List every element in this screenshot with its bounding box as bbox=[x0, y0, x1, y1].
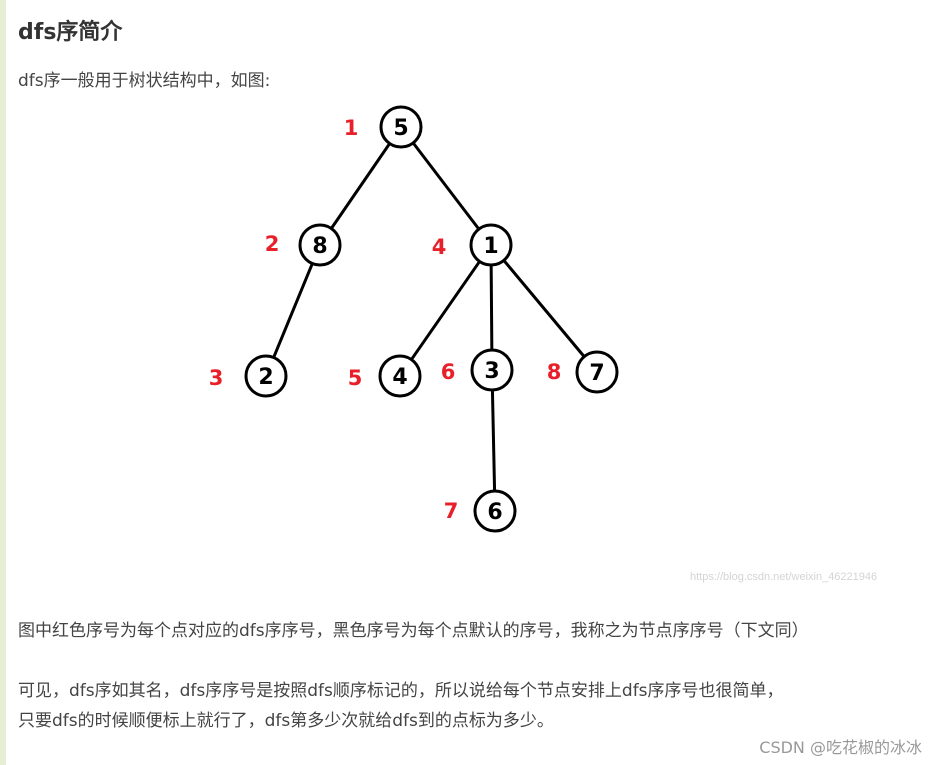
node-id-label: 5 bbox=[393, 116, 408, 141]
node-circle bbox=[298, 223, 342, 267]
paragraph-explanation: 图中红色序号为每个点对应的dfs序序号，黑色序号为每个点默认的序号，我称之为节点… bbox=[18, 621, 809, 641]
node-circle bbox=[575, 350, 619, 394]
node-circle bbox=[379, 105, 423, 149]
node-dfs-order-label: 5 bbox=[348, 366, 363, 390]
node-id-label: 1 bbox=[483, 234, 498, 259]
node-id-label: 8 bbox=[312, 234, 327, 259]
node-circle bbox=[378, 354, 422, 398]
paragraph-conclusion: 只要dfs的时候顺便标上就行了，dfs第多少次就给dfs到的点标为多少。 bbox=[18, 711, 554, 731]
node-dfs-order-label: 2 bbox=[265, 232, 280, 256]
node-dfs-order-label: 8 bbox=[547, 360, 562, 384]
node-id-label: 6 bbox=[487, 500, 502, 525]
tree-node: 14 bbox=[432, 223, 513, 267]
tree-edge-1-7 bbox=[502, 259, 586, 358]
node-id-label: 7 bbox=[589, 361, 604, 386]
node-dfs-order-label: 1 bbox=[344, 116, 359, 140]
tree-node: 23 bbox=[209, 354, 288, 398]
tree-edge-5-8 bbox=[330, 142, 391, 230]
tree-node: 67 bbox=[444, 489, 517, 533]
tree-edge-1-4 bbox=[410, 260, 481, 361]
node-dfs-order-label: 6 bbox=[441, 360, 456, 384]
node-id-label: 3 bbox=[484, 359, 499, 384]
intro-text: dfs序一般用于树状结构中，如图: bbox=[18, 71, 271, 91]
node-dfs-order-label: 4 bbox=[432, 235, 447, 259]
image-watermark: https://blog.csdn.net/weixin_46221946 bbox=[690, 571, 878, 583]
tree-node: 45 bbox=[348, 354, 422, 398]
tree-edges bbox=[272, 141, 586, 492]
tree-edge-8-2 bbox=[272, 262, 314, 359]
node-circle bbox=[244, 354, 288, 398]
tree-edge-1-3 bbox=[489, 264, 494, 351]
paragraph-observation: 可见，dfs序如其名，dfs序序号是按照dfs顺序标记的，所以说给每个节点安排上… bbox=[18, 681, 784, 701]
tree-edge-5-1 bbox=[411, 141, 481, 231]
node-id-label: 2 bbox=[258, 365, 273, 390]
tree-node: 82 bbox=[265, 223, 342, 267]
node-circle bbox=[469, 223, 513, 267]
node-id-label: 4 bbox=[392, 365, 407, 390]
node-circle bbox=[470, 348, 514, 392]
tree-edge-3-6 bbox=[490, 389, 497, 492]
node-dfs-order-label: 7 bbox=[444, 499, 459, 523]
csdn-watermark: CSDN @吃花椒的冰冰 bbox=[759, 738, 922, 757]
left-accent-bar bbox=[0, 0, 6, 765]
tree-node: 78 bbox=[547, 350, 619, 394]
node-circle bbox=[473, 489, 517, 533]
section-title: dfs序简介 bbox=[18, 20, 123, 45]
tree-node: 51 bbox=[344, 105, 423, 149]
node-dfs-order-label: 3 bbox=[209, 366, 224, 390]
tree-node: 36 bbox=[441, 348, 514, 392]
